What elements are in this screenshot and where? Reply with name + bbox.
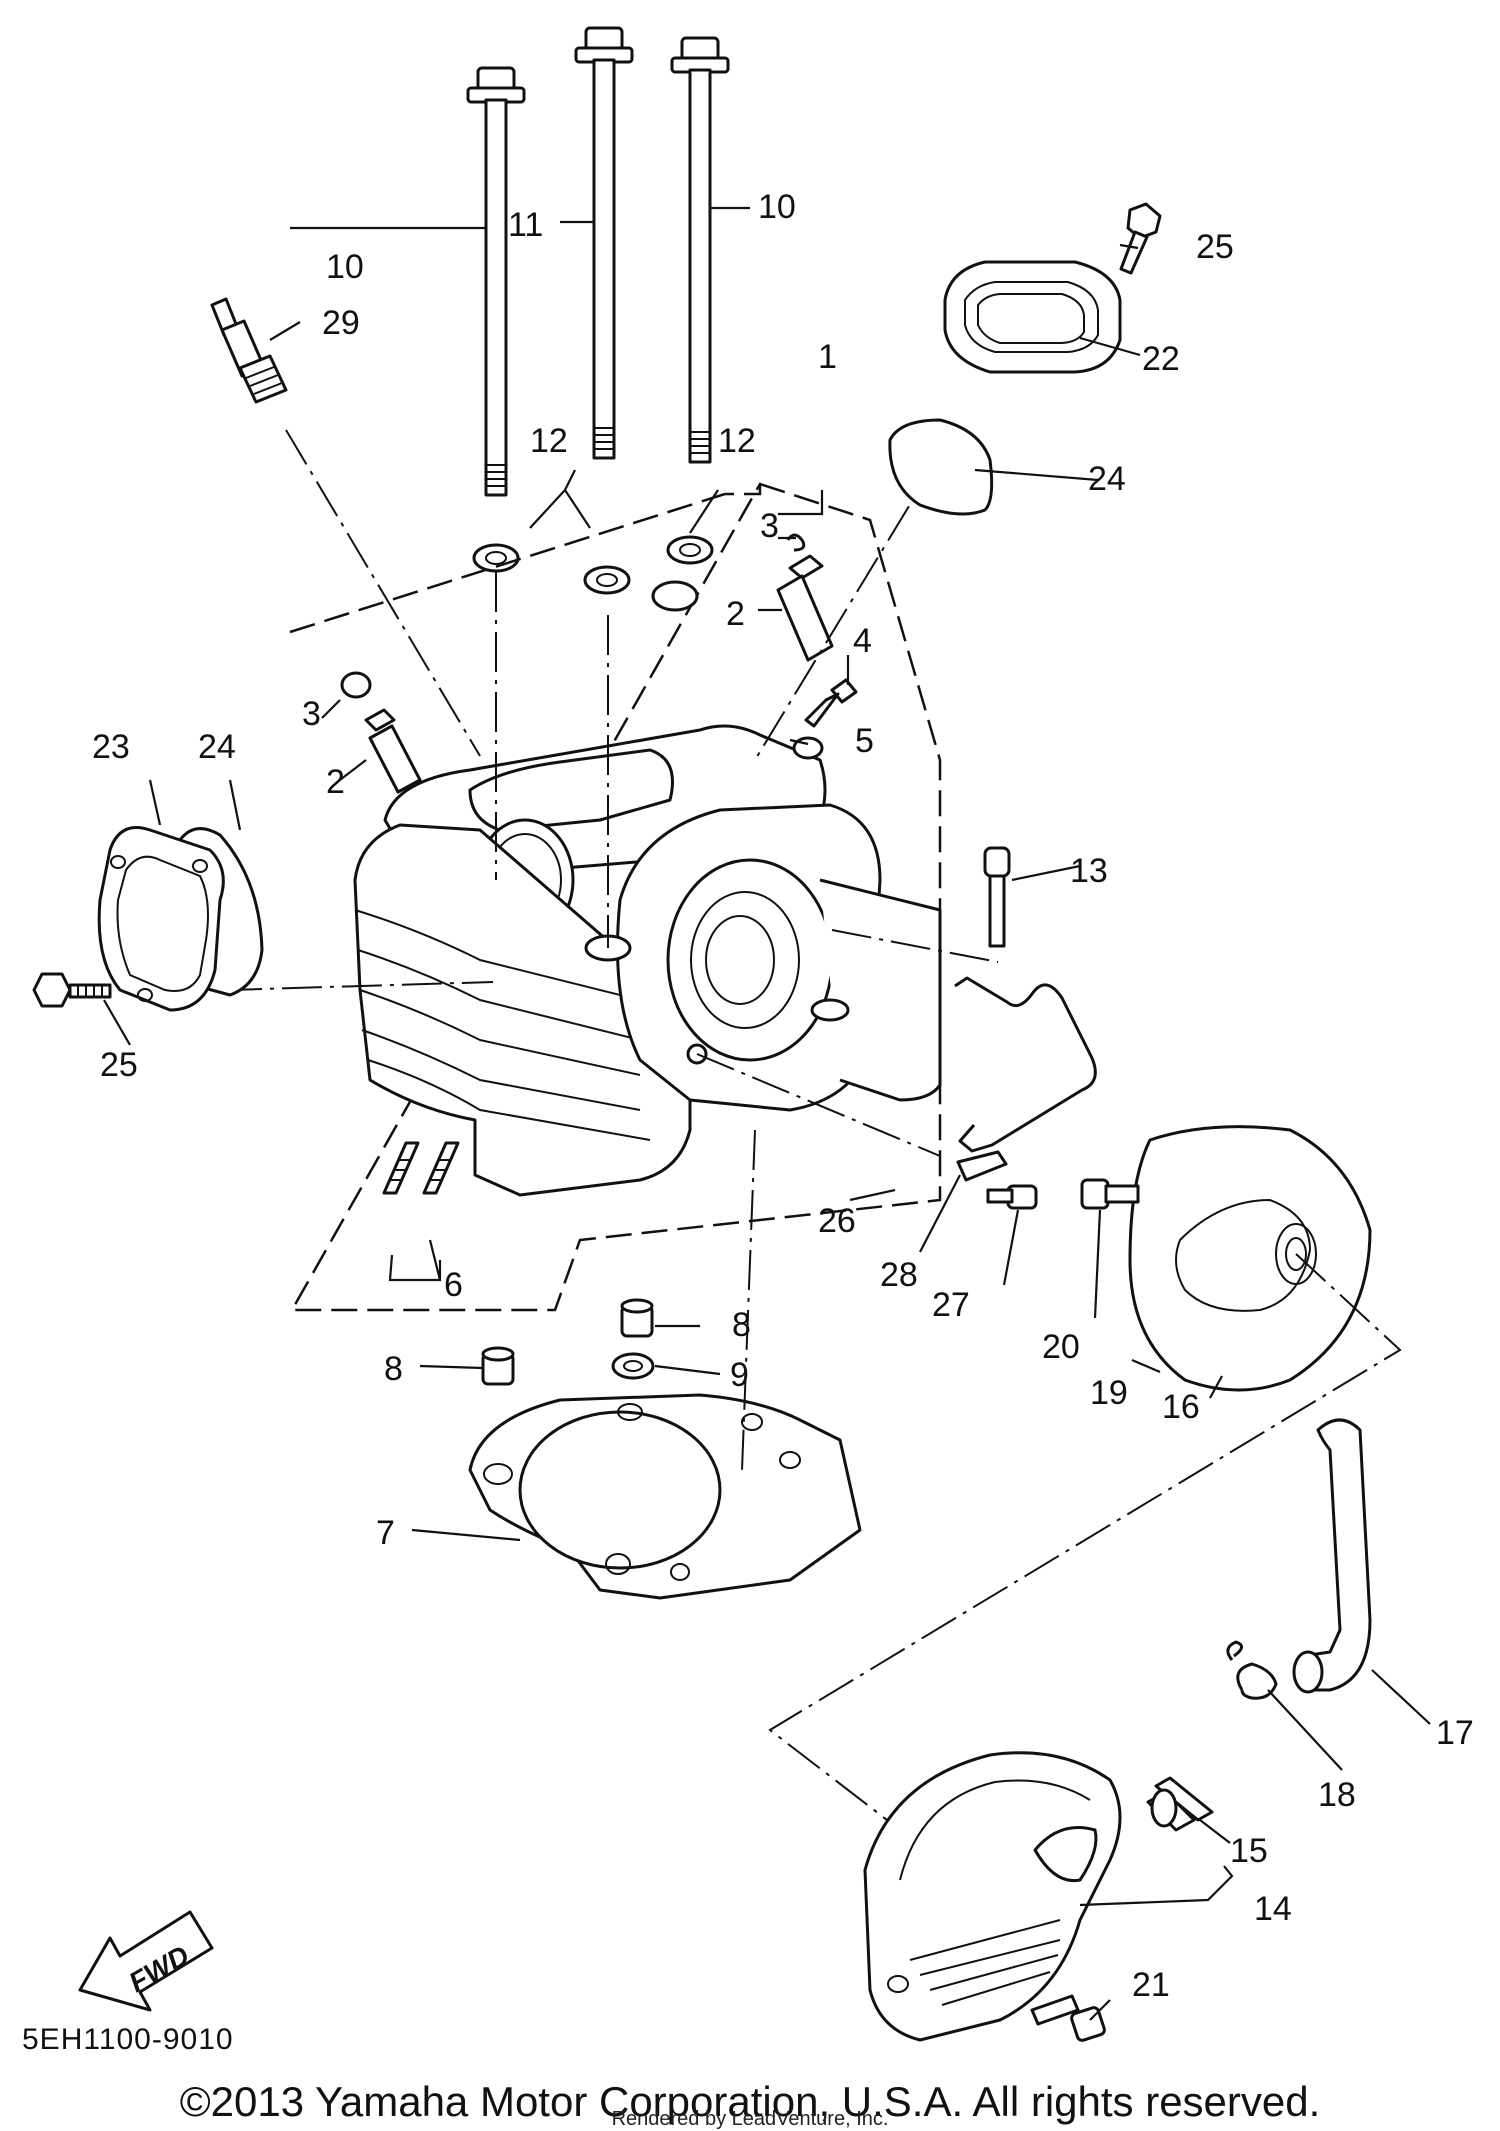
callout-4: 4 bbox=[853, 622, 872, 660]
callout-10-right: 10 bbox=[758, 188, 796, 226]
bolt-25-left bbox=[32, 972, 112, 1008]
callout-3-right: 3 bbox=[760, 507, 779, 545]
head-bolt-right bbox=[670, 36, 730, 464]
callout-11: 11 bbox=[508, 206, 543, 244]
washer-right bbox=[666, 535, 714, 565]
callout-12-left: 12 bbox=[530, 422, 568, 460]
hose-17 bbox=[1303, 1418, 1372, 1692]
callout-21: 21 bbox=[1132, 1966, 1170, 2004]
callout-17: 17 bbox=[1436, 1714, 1474, 1752]
callout-7: 7 bbox=[376, 1514, 395, 1552]
callout-2-right: 2 bbox=[726, 595, 745, 633]
callout-28: 28 bbox=[880, 1256, 918, 1294]
dowel-right bbox=[620, 1298, 654, 1338]
callout-29: 29 bbox=[322, 304, 360, 342]
bolt-27 bbox=[986, 1184, 1038, 1210]
callout-23: 23 bbox=[92, 728, 130, 766]
flange-bolt-4 bbox=[804, 678, 858, 728]
washer-center bbox=[583, 565, 631, 595]
callout-10-left: 10 bbox=[326, 248, 364, 286]
cylinder-head-gasket bbox=[468, 1393, 862, 1600]
callout-22: 22 bbox=[1142, 340, 1180, 378]
valve-cover-right bbox=[943, 260, 1122, 374]
diagram-code: 5EH1100-9010 bbox=[22, 2023, 234, 2056]
fwd-arrow-icon: FWD bbox=[78, 1910, 214, 2012]
callout-18: 18 bbox=[1318, 1776, 1356, 1814]
valve-cover-left bbox=[97, 826, 264, 1012]
callout-2-left: 2 bbox=[326, 763, 345, 801]
stud-b bbox=[422, 1141, 460, 1195]
callout-27: 27 bbox=[932, 1286, 970, 1324]
valve-guide-left bbox=[364, 708, 422, 794]
bolt-20 bbox=[1080, 1178, 1140, 1210]
assembly-boundary bbox=[289, 482, 942, 1312]
callout-16: 16 bbox=[1162, 1388, 1200, 1426]
bolt-13 bbox=[983, 846, 1011, 948]
callout-6: 6 bbox=[444, 1266, 463, 1304]
callout-19: 19 bbox=[1090, 1374, 1128, 1412]
callout-24-left: 24 bbox=[198, 728, 236, 766]
ac-cover-14 bbox=[863, 1751, 1122, 2042]
washer-left bbox=[472, 543, 520, 573]
callout-13: 13 bbox=[1070, 852, 1108, 890]
valve-guide-right bbox=[776, 554, 834, 662]
callout-25-left: 25 bbox=[100, 1046, 138, 1084]
callout-8-right: 8 bbox=[732, 1306, 751, 1344]
fitting-15 bbox=[1146, 1776, 1214, 1832]
callout-24-right: 24 bbox=[1088, 460, 1126, 498]
callout-25-right: 25 bbox=[1196, 228, 1234, 266]
callout-20: 20 bbox=[1042, 1328, 1080, 1366]
dowel-left bbox=[481, 1346, 515, 1386]
callout-3-left: 3 bbox=[302, 695, 321, 733]
callout-5: 5 bbox=[855, 722, 874, 760]
callout-14: 14 bbox=[1254, 1890, 1292, 1928]
render-credit: Rendered by LeadVenture, Inc. bbox=[611, 2108, 889, 2130]
cam-cover-19 bbox=[1128, 1125, 1372, 1392]
head-bolt-center bbox=[574, 26, 634, 460]
bolt-21 bbox=[1030, 1994, 1106, 2042]
callout-26: 26 bbox=[818, 1202, 856, 1240]
gasket-24-right bbox=[888, 418, 994, 516]
spark-plug bbox=[210, 297, 288, 404]
bolt-25-right bbox=[1119, 202, 1162, 275]
plate-28 bbox=[956, 1150, 1008, 1182]
callout-15: 15 bbox=[1230, 1832, 1268, 1870]
callout-12-right: 12 bbox=[718, 422, 756, 460]
clamp-18 bbox=[1226, 1640, 1278, 1700]
cylinder-head bbox=[353, 580, 942, 1197]
head-bolt-left bbox=[466, 66, 526, 497]
copyright-notice: ©2013 Yamaha Motor Corporation, U.S.A. A… bbox=[179, 2078, 1321, 2125]
callout-9: 9 bbox=[730, 1356, 749, 1394]
callout-8-left: 8 bbox=[384, 1350, 403, 1388]
o-ring-9 bbox=[611, 1352, 655, 1380]
stud-a bbox=[382, 1141, 420, 1195]
clip-left bbox=[340, 671, 372, 699]
bracket-26 bbox=[954, 976, 1097, 1153]
callout-1: 1 bbox=[818, 338, 837, 376]
